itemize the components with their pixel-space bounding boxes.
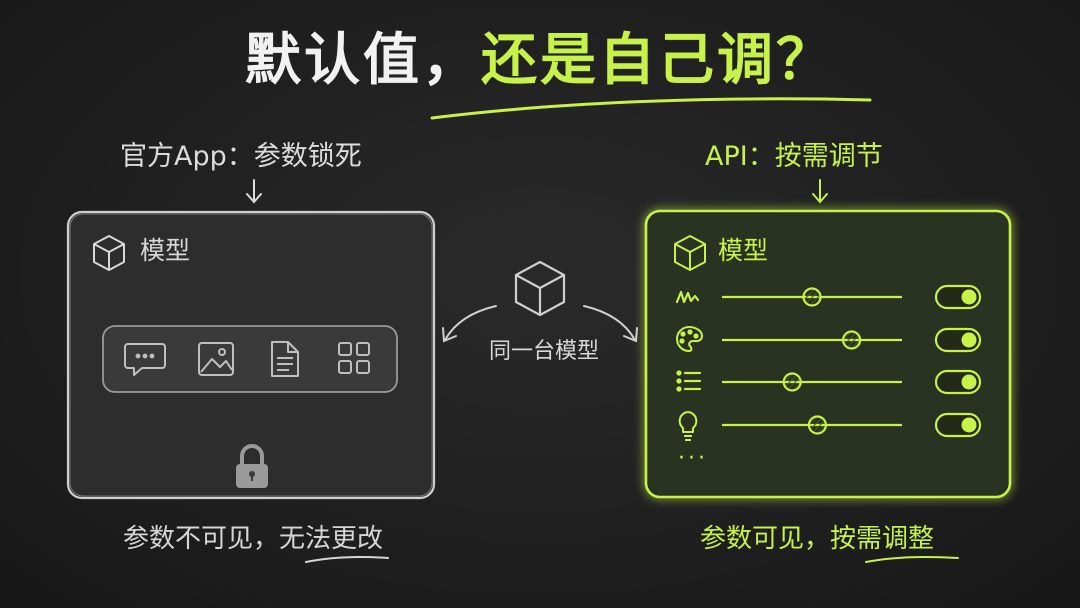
- slider-knob-4[interactable]: [807, 415, 828, 435]
- shared-model-label: 同一台模型: [488, 339, 599, 364]
- right-panel-label: 模型: [718, 236, 769, 265]
- slider-knob-2[interactable]: [841, 330, 862, 350]
- left-heading: 官方App：参数锁死: [120, 141, 362, 172]
- right-caption: 参数可见，按需调整: [700, 522, 934, 556]
- left-caption-emph: 无法更改: [279, 524, 384, 554]
- cube-icon: [93, 235, 125, 271]
- left-caption-plain: 参数不可见，: [123, 524, 280, 554]
- right-caption-plain: 参数可见，: [700, 524, 831, 554]
- toggle-3[interactable]: [934, 369, 982, 395]
- title-part-self-tune: 还是自己调？: [481, 28, 835, 93]
- slider-knob-3[interactable]: [782, 372, 802, 392]
- left-caption-underline: [305, 556, 389, 563]
- toggle-2[interactable]: [934, 327, 982, 353]
- locked-model-panel: [66, 210, 436, 500]
- lightbulb-icon: [678, 411, 698, 441]
- title-part-default: 默认值，: [245, 28, 481, 93]
- adjustable-model-panel: [644, 209, 1012, 499]
- cube-icon: [674, 235, 706, 271]
- grid-icon: [338, 342, 370, 374]
- right-curved-arrow: [583, 305, 638, 343]
- left-curved-arrow: [442, 305, 497, 343]
- left-down-arrow: [246, 179, 262, 204]
- shared-model-icon: [514, 260, 566, 317]
- right-down-arrow: [812, 179, 828, 204]
- left-caption: 参数不可见，无法更改: [123, 522, 383, 556]
- left-panel-label: 模型: [140, 236, 191, 265]
- image-icon: [198, 342, 234, 376]
- feature-tray: [102, 325, 398, 393]
- toggle-1[interactable]: [934, 284, 982, 310]
- list-icon: [676, 370, 702, 392]
- wave-icon: [675, 290, 700, 304]
- right-heading: API：按需调节: [705, 141, 883, 172]
- lock-icon: [236, 444, 268, 488]
- slider-knob-1[interactable]: [802, 287, 822, 307]
- more-options[interactable]: ···: [678, 446, 708, 471]
- right-caption-underline: [865, 556, 959, 563]
- palette-icon: [676, 325, 704, 353]
- right-caption-emph: 按需调整: [830, 524, 935, 554]
- title-underline: [430, 97, 872, 120]
- page-title: 默认值，还是自己调？: [0, 26, 1080, 96]
- toggle-4[interactable]: [934, 412, 982, 438]
- document-icon: [271, 341, 299, 377]
- chat-icon: [124, 343, 166, 376]
